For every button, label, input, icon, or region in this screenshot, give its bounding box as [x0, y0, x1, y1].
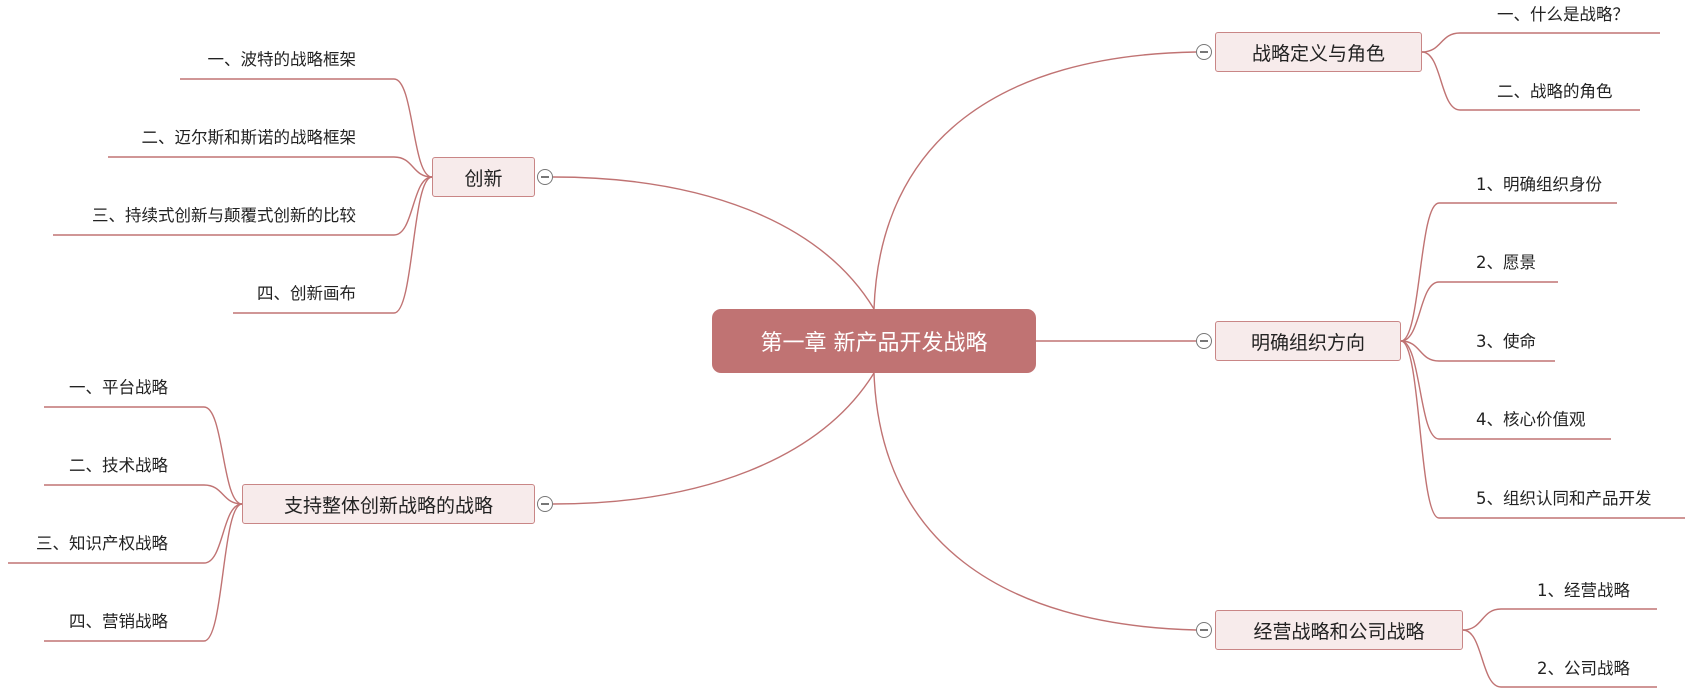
leaf-link [180, 78, 433, 178]
leaf-item[interactable]: 二、战略的角色 [1497, 82, 1613, 101]
leaf-item[interactable]: 四、创新画布 [257, 284, 356, 303]
branch-node-strategy-definition[interactable]: 战略定义与角色 [1215, 32, 1422, 72]
leaf-item[interactable]: 2、愿景 [1476, 253, 1536, 272]
collapse-icon[interactable] [1196, 333, 1212, 349]
leaf-item[interactable]: 4、核心价值观 [1476, 410, 1586, 429]
leaf-link [1400, 340, 1685, 519]
leaf-item[interactable]: 三、持续式创新与颠覆式创新的比较 [92, 206, 356, 225]
leaf-item[interactable]: 二、技术战略 [69, 456, 168, 475]
leaf-item[interactable]: 2、公司战略 [1537, 659, 1630, 678]
leaf-link [108, 156, 433, 178]
leaf-item[interactable]: 3、使命 [1476, 332, 1536, 351]
leaf-link [1400, 340, 1611, 440]
branch-node-org-direction[interactable]: 明确组织方向 [1215, 321, 1401, 361]
leaf-link [53, 176, 433, 236]
leaf-item[interactable]: 二、迈尔斯和斯诺的战略框架 [141, 128, 357, 147]
leaf-link [1421, 32, 1660, 53]
leaf-item[interactable]: 5、组织认同和产品开发 [1476, 489, 1652, 508]
leaf-link [8, 503, 243, 564]
branch-node-innovation[interactable]: 创新 [432, 157, 535, 197]
leaf-link [1400, 340, 1555, 362]
leaf-item[interactable]: 1、经营战略 [1537, 581, 1630, 600]
collapse-icon[interactable] [537, 169, 553, 185]
leaf-link [44, 484, 243, 505]
leaf-link [44, 503, 243, 642]
collapse-icon[interactable] [1196, 622, 1212, 638]
collapse-icon[interactable] [537, 496, 553, 512]
leaf-item[interactable]: 四、营销战略 [69, 612, 168, 631]
leaf-link [1400, 202, 1617, 342]
leaf-item[interactable]: 一、什么是战略？ [1497, 5, 1629, 24]
leaf-link [1421, 51, 1640, 111]
leaf-link [1462, 608, 1657, 631]
leaf-link [44, 406, 243, 505]
leaf-item[interactable]: 三、知识产权战略 [36, 534, 168, 553]
collapse-icon[interactable] [1196, 44, 1212, 60]
root-link [873, 51, 1197, 310]
root-link [873, 372, 1197, 631]
root-node[interactable]: 第一章 新产品开发战略 [712, 309, 1036, 373]
leaf-item[interactable]: 1、明确组织身份 [1476, 175, 1602, 194]
leaf-link [1462, 629, 1657, 688]
branch-node-business-strategy[interactable]: 经营战略和公司战略 [1215, 610, 1463, 650]
root-link [552, 372, 875, 505]
leaf-item[interactable]: 一、平台战略 [69, 378, 168, 397]
leaf-link [233, 176, 433, 314]
leaf-item[interactable]: 一、波特的战略框架 [207, 50, 357, 69]
leaf-link [1400, 281, 1558, 342]
branch-node-supporting-strategies[interactable]: 支持整体创新战略的战略 [242, 484, 535, 524]
root-link [552, 176, 875, 310]
